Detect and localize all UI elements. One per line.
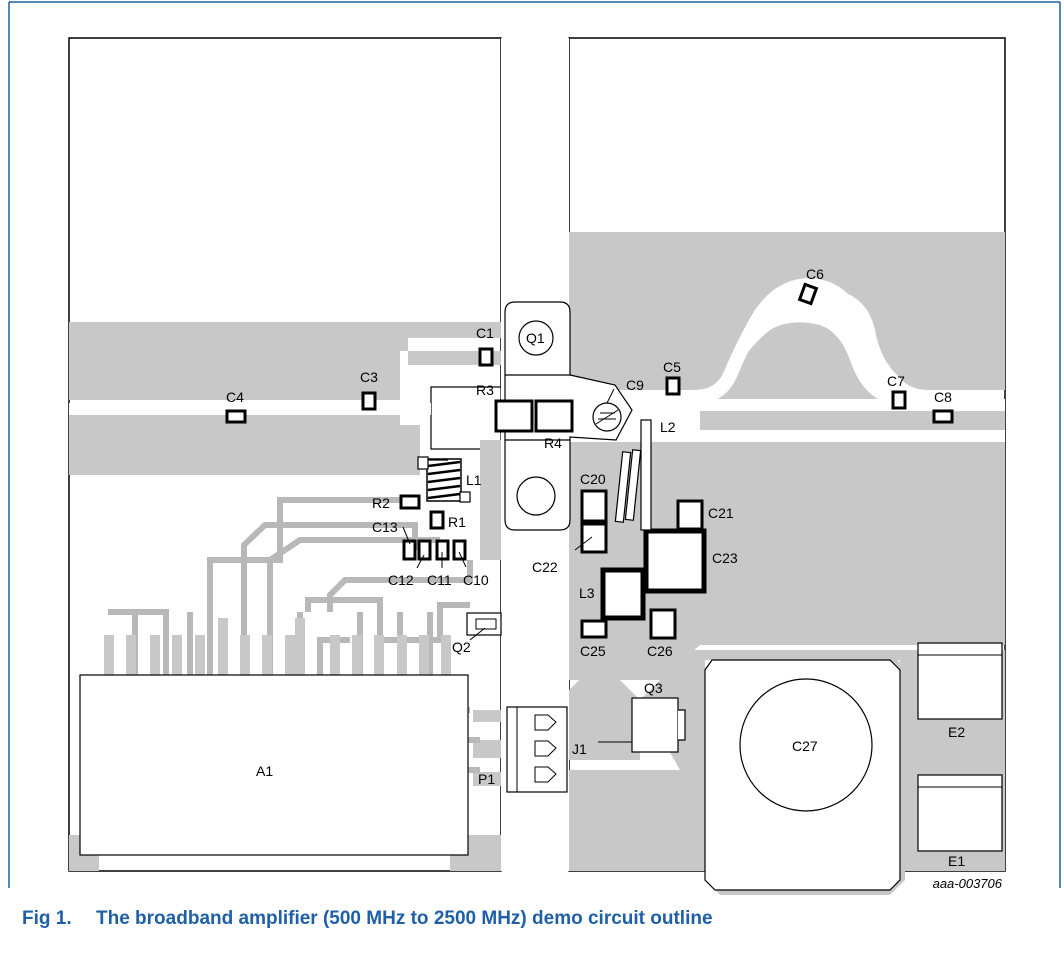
label-c25: C25 <box>580 643 606 659</box>
component-labels: C1 C3 C4 C5 C6 C7 C8 C9 C10 C11 C12 C13 … <box>226 266 965 869</box>
label-e1: E1 <box>948 853 965 869</box>
label-c26: C26 <box>647 643 673 659</box>
l1-coil <box>417 456 471 503</box>
label-c13: C13 <box>372 519 398 535</box>
label-r4: R4 <box>544 435 562 451</box>
figure-title: The broadband amplifier (500 MHz to 2500… <box>96 908 713 929</box>
label-r2: R2 <box>372 495 390 511</box>
label-c3: C3 <box>360 369 378 385</box>
label-c21: C21 <box>708 505 734 521</box>
label-j1: J1 <box>572 741 587 757</box>
label-c11: C11 <box>427 572 452 588</box>
label-l2: L2 <box>660 419 676 435</box>
label-c7: C7 <box>887 373 905 389</box>
label-c20: C20 <box>580 471 606 487</box>
label-c4: C4 <box>226 389 244 405</box>
label-c10: C10 <box>463 572 489 588</box>
label-r3: R3 <box>476 382 494 398</box>
label-c8: C8 <box>934 389 952 405</box>
label-q2: Q2 <box>452 639 471 655</box>
label-c23: C23 <box>712 550 738 566</box>
components <box>225 282 954 640</box>
figure-caption: Fig 1. The broadband amplifier (500 MHz t… <box>22 908 713 930</box>
label-c9: C9 <box>626 377 644 393</box>
label-l1: L1 <box>466 472 482 488</box>
label-e2: E2 <box>948 724 965 740</box>
l2-coil <box>614 419 652 531</box>
label-c12: C12 <box>388 572 414 588</box>
center-strip <box>466 38 633 871</box>
label-a1: A1 <box>256 763 273 779</box>
label-c27: C27 <box>792 738 818 754</box>
label-q1: Q1 <box>526 330 545 346</box>
a1-module <box>79 674 469 856</box>
label-l3: L3 <box>579 585 595 601</box>
label-c1: C1 <box>476 325 494 341</box>
left-board <box>68 37 502 872</box>
label-q3: Q3 <box>644 680 663 696</box>
label-c22: C22 <box>532 559 558 575</box>
label-c6: C6 <box>806 266 824 282</box>
label-c5: C5 <box>663 359 681 375</box>
figure-code: aaa-003706 <box>933 876 1003 891</box>
figure-number: Fig 1. <box>22 908 72 929</box>
label-p1: P1 <box>478 771 495 787</box>
label-r1: R1 <box>448 514 466 530</box>
